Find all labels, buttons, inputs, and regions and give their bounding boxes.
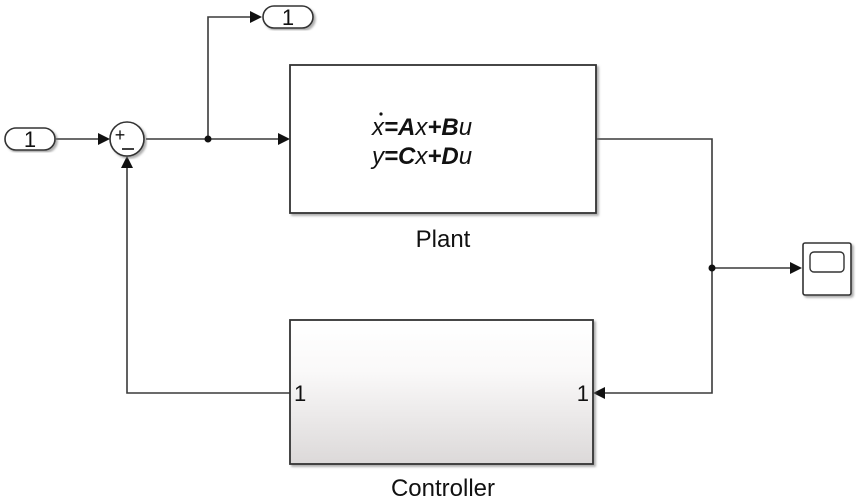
controller-input-port-label: 1 bbox=[577, 381, 589, 406]
controller-name-label[interactable]: Controller bbox=[391, 475, 495, 502]
wire-controller-to-sum[interactable] bbox=[126, 166, 290, 394]
inport-label: 1 bbox=[24, 127, 36, 152]
sum-plus-sign: + bbox=[115, 125, 126, 145]
x-dot-accent bbox=[379, 112, 383, 116]
branch-point-right bbox=[708, 264, 716, 272]
plant-name-label[interactable]: Plant bbox=[416, 226, 471, 253]
controller-block[interactable] bbox=[289, 319, 594, 465]
arrowhead-sum-input bbox=[98, 133, 110, 145]
arrowhead-controller-input bbox=[593, 387, 605, 399]
scope-block[interactable] bbox=[802, 242, 852, 296]
arrowhead-plant-input bbox=[278, 133, 290, 145]
scope-screen-icon bbox=[809, 251, 845, 273]
arrowhead-sum-feedback bbox=[121, 156, 133, 168]
plant-equation-line1: x=Ax+Bu bbox=[371, 114, 472, 141]
branch-point-top bbox=[204, 135, 212, 143]
wire-branch-to-outport[interactable] bbox=[207, 16, 252, 139]
plant-equation-line2: y=Cx+Du bbox=[370, 143, 472, 170]
outport-block[interactable] bbox=[262, 5, 314, 29]
sum-block[interactable] bbox=[109, 121, 145, 157]
controller-output-port-label: 1 bbox=[294, 381, 306, 406]
plant-block[interactable] bbox=[289, 64, 597, 214]
inport-block[interactable] bbox=[4, 127, 56, 151]
arrowhead-scope-input bbox=[790, 262, 802, 274]
arrowhead-outport bbox=[250, 11, 262, 23]
wire-plant-output[interactable] bbox=[596, 138, 713, 394]
signal-lines bbox=[56, 11, 802, 399]
outport-label: 1 bbox=[282, 5, 294, 30]
